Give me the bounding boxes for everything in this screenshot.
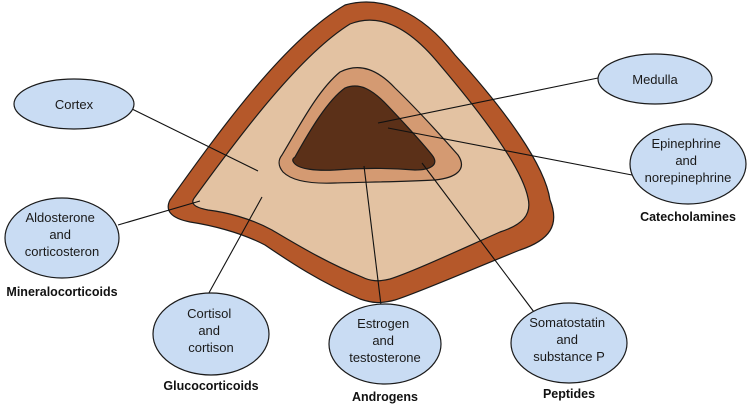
bubble-cortex-line-1: Cortex [55,97,94,112]
bubble-estrogen-shape [328,303,442,385]
bubble-aldosterone-shape [4,197,120,279]
category-mineralocorticoids: Mineralocorticoids [6,285,117,299]
leader-epinephrine [387,127,633,176]
category-peptides: Peptides [543,387,595,401]
bubble-estrogen-text: Estrogen and testosterone [349,316,421,365]
leader-cortex [129,107,259,172]
bubble-epinephrine-text: Epinephrine and norepinephrine [645,136,732,185]
bubble-estrogen-line-3: testosterone [349,350,421,365]
bubble-somatostatin-shape [510,302,628,384]
leader-aldosterone [117,200,201,226]
bubble-somatostatin-line-3: substance P [533,349,605,364]
bubble-cortisol-shape [152,292,270,376]
category-catecholamines: Catecholamines [640,210,736,224]
category-glucocorticoids: Glucocorticoids [163,379,258,393]
bubble-medulla-shape [597,53,713,105]
bubble-epinephrine-shape [629,123,747,205]
bubble-somatostatin-line-2: and [556,332,578,347]
bubble-cortisol-line-3: cortison [188,340,234,355]
bubble-cortisol: Cortisol and cortison [152,292,270,376]
bubble-aldosterone-line-3: corticosteron [25,244,99,259]
bubble-estrogen-line-1: Estrogen [357,316,409,331]
leader-medulla [377,77,599,124]
bubble-cortisol-line-2: and [198,323,220,338]
bubble-somatostatin-text: Somatostatin and substance P [529,315,609,364]
bubble-epinephrine-line-1: Epinephrine [651,136,720,151]
bubble-estrogen-line-2: and [372,333,394,348]
leader-somatostatin [421,162,538,317]
leader-estrogen [363,165,382,306]
bubble-medulla: Medulla [597,53,713,105]
bubble-aldosterone-line-1: Aldosterone [25,210,94,225]
bubble-medulla-text: Medulla [632,72,678,87]
bubble-epinephrine-line-2: and [675,153,697,168]
bubble-epinephrine-line-3: norepinephrine [645,170,732,185]
bubble-cortisol-line-1: Cortisol [187,306,231,321]
bubble-cortex-shape [13,78,135,130]
bubble-aldosterone: Aldosterone and corticosteron [4,197,120,279]
bubble-somatostatin-line-1: Somatostatin [529,315,605,330]
category-androgens: Androgens [352,390,418,404]
bubble-cortisol-text: Cortisol and cortison [187,306,235,355]
bubble-aldosterone-text: Aldosterone and corticosteron [25,210,99,259]
medulla-layer [292,85,436,171]
bubble-cortex: Cortex [13,78,135,130]
bubble-medulla-line-1: Medulla [632,72,678,87]
bubble-cortex-text: Cortex [55,97,94,112]
bubble-epinephrine: Epinephrine and norepinephrine [629,123,747,205]
bubble-estrogen: Estrogen and testosterone [328,303,442,385]
bubble-somatostatin: Somatostatin and substance P [510,302,628,384]
leader-cortisol [204,196,263,301]
bubble-aldosterone-line-2: and [49,227,71,242]
